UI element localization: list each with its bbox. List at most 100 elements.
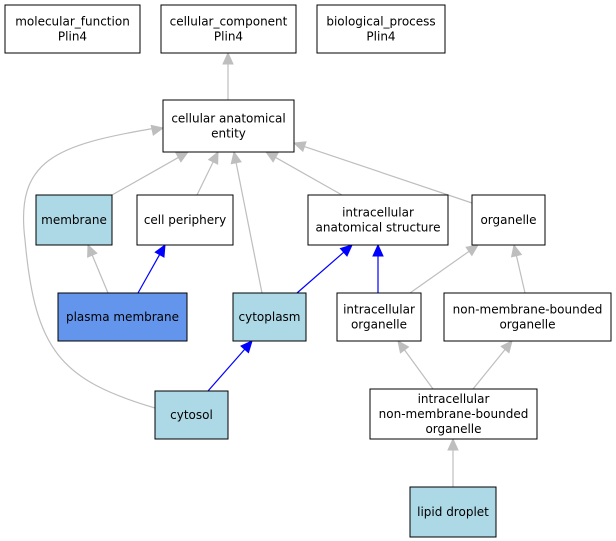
edge-intracellular-organelle-to-organelle-line (409, 250, 470, 294)
edge-cell-periphery-to-cellular-anatomical-entity-arrowhead (207, 150, 219, 165)
edge-cytosol-to-cellular-anatomical-entity-arrowhead (150, 124, 165, 137)
edge-intracellular-non-membrane-bounded-organelle-to-intracellular-organelle-arrowhead (397, 340, 410, 354)
node-membrane[interactable]: membrane (35, 194, 113, 246)
node-cytosol[interactable]: cytosol (154, 390, 229, 440)
edge-membrane-to-cellular-anatomical-entity-arrowhead (175, 151, 190, 163)
edge-layer (23, 51, 526, 487)
edge-plasma-membrane-to-membrane-line (91, 254, 109, 294)
edge-organelle-to-cellular-anatomical-entity-arrowhead (292, 141, 307, 153)
node-molecular-function-label-line: Plin4 (58, 30, 87, 44)
edge-cytosol-to-cytoplasm (207, 340, 253, 392)
edge-intracellular-organelle-to-intracellular-anatomical-structure (372, 243, 384, 293)
edge-intracellular-non-membrane-bounded-organelle-to-intracellular-organelle-line (403, 349, 434, 390)
edge-lipid-droplet-to-intracellular-non-membrane-bounded-organelle-arrowhead (447, 437, 459, 451)
node-molecular-function-label-line: molecular_function (15, 15, 130, 29)
edge-intracellular-anatomical-structure-to-cellular-anatomical-entity-arrowhead (264, 151, 279, 163)
node-membrane-label-line: membrane (41, 213, 107, 227)
edge-intracellular-organelle-to-organelle-arrowhead (465, 244, 479, 257)
node-non-membrane-bounded-organelle-label-line: non-membrane-bounded (453, 303, 603, 317)
node-layer: molecular_functionPlin4cellular_componen… (4, 4, 612, 538)
edge-cellular-anatomical-entity-to-cellular-component-arrowhead (222, 51, 234, 65)
node-cytosol-box (154, 390, 229, 440)
node-intracellular-non-membrane-bounded-organelle[interactable]: intracellularnon-membrane-boundedorganel… (369, 388, 538, 440)
edge-cellular-anatomical-entity-to-cellular-component (222, 51, 234, 100)
node-biological-process-box (316, 4, 446, 54)
node-molecular-function-box (4, 4, 141, 54)
edge-cell-periphery-to-cellular-anatomical-entity-line (196, 161, 214, 196)
edge-plasma-membrane-to-cell-periphery (137, 243, 166, 294)
node-cellular-component-label-line: cellular_component (170, 15, 288, 29)
edge-cytoplasm-to-intracellular-anatomical-structure-arrowhead (339, 244, 353, 257)
node-plasma-membrane[interactable]: plasma membrane (57, 292, 188, 342)
node-organelle-label-line: organelle (480, 213, 536, 227)
node-intracellular-organelle-label-line: organelle (351, 318, 407, 332)
node-intracellular-anatomical-structure-label-line: intracellular (342, 206, 414, 220)
node-organelle-box (471, 194, 546, 246)
edge-intracellular-anatomical-structure-to-cellular-anatomical-entity-line (275, 156, 343, 196)
node-cellular-anatomical-entity-box (162, 99, 295, 153)
edge-organelle-to-cellular-anatomical-entity (292, 141, 473, 204)
node-organelle[interactable]: organelle (471, 194, 546, 246)
node-intracellular-anatomical-structure-box (307, 194, 449, 246)
edge-plasma-membrane-to-cell-periphery-arrowhead (154, 243, 166, 258)
edge-cytoplasm-to-intracellular-anatomical-structure-line (296, 251, 345, 294)
edge-non-membrane-bounded-organelle-to-organelle-arrowhead (510, 243, 523, 258)
edge-intracellular-non-membrane-bounded-organelle-to-non-membrane-bounded-organelle (472, 340, 513, 390)
edge-intracellular-non-membrane-bounded-organelle-to-intracellular-organelle (397, 340, 434, 390)
edge-membrane-to-cellular-anatomical-entity-line (111, 156, 179, 196)
edge-membrane-to-cellular-anatomical-entity (111, 151, 190, 196)
node-intracellular-organelle-box (336, 292, 422, 342)
node-membrane-box (35, 194, 113, 246)
node-intracellular-non-membrane-bounded-organelle-label-line: non-membrane-bounded (379, 407, 529, 421)
edge-intracellular-organelle-to-organelle (409, 244, 479, 294)
node-cellular-component-label-line: Plin4 (214, 30, 243, 44)
edge-cytosol-to-cellular-anatomical-entity (23, 124, 165, 409)
node-cell-periphery-box (136, 194, 234, 246)
node-cytoplasm[interactable]: cytoplasm (232, 292, 307, 342)
node-lipid-droplet-box (409, 486, 497, 538)
node-intracellular-organelle-label-line: intracellular (343, 303, 415, 317)
edge-intracellular-anatomical-structure-to-cellular-anatomical-entity (264, 151, 343, 196)
node-cell-periphery[interactable]: cell periphery (136, 194, 234, 246)
edge-plasma-membrane-to-membrane (87, 243, 109, 294)
node-cellular-component-box (160, 4, 297, 54)
node-intracellular-anatomical-structure-label-line: anatomical structure (316, 221, 441, 235)
edge-non-membrane-bounded-organelle-to-organelle (510, 243, 526, 294)
node-cellular-anatomical-entity-label-line: cellular anatomical (171, 112, 285, 126)
edge-plasma-membrane-to-cell-periphery-line (137, 254, 161, 294)
node-biological-process-label-line: biological_process (326, 15, 435, 29)
edge-plasma-membrane-to-membrane-arrowhead (87, 243, 98, 258)
edge-cell-periphery-to-cellular-anatomical-entity (196, 150, 219, 196)
edge-organelle-to-cellular-anatomical-entity-line (304, 145, 473, 204)
edge-cytosol-to-cytoplasm-arrowhead (240, 340, 253, 354)
node-non-membrane-bounded-organelle-label-line: organelle (499, 318, 555, 332)
node-cellular-anatomical-entity-label-line: entity (211, 127, 246, 141)
node-cytosol-label-line: cytosol (170, 408, 213, 422)
node-biological-process-label-line: Plin4 (366, 30, 395, 44)
node-plasma-membrane-label-line: plasma membrane (66, 310, 179, 324)
node-plasma-membrane-box (57, 292, 188, 342)
edge-cytoplasm-to-intracellular-anatomical-structure (296, 244, 353, 294)
node-non-membrane-bounded-organelle-box (443, 292, 612, 342)
node-cell-periphery-label-line: cell periphery (144, 213, 226, 227)
edge-cytoplasm-to-cellular-anatomical-entity (230, 150, 263, 294)
edge-cytoplasm-to-cellular-anatomical-entity-arrowhead (230, 150, 242, 165)
node-intracellular-non-membrane-bounded-organelle-label-line: organelle (425, 422, 481, 436)
node-intracellular-non-membrane-bounded-organelle-box (369, 388, 538, 440)
edge-intracellular-organelle-to-intracellular-anatomical-structure-arrowhead (372, 243, 384, 257)
edge-non-membrane-bounded-organelle-to-organelle-line (515, 255, 526, 294)
edge-intracellular-non-membrane-bounded-organelle-to-non-membrane-bounded-organelle-arrowhead (500, 340, 513, 354)
node-intracellular-non-membrane-bounded-organelle-label-line: intracellular (418, 392, 490, 406)
edge-cytoplasm-to-cellular-anatomical-entity-line (235, 162, 263, 294)
node-lipid-droplet-label-line: lipid droplet (417, 505, 489, 519)
edge-intracellular-non-membrane-bounded-organelle-to-non-membrane-bounded-organelle-line (472, 349, 506, 390)
node-lipid-droplet[interactable]: lipid droplet (409, 486, 497, 538)
